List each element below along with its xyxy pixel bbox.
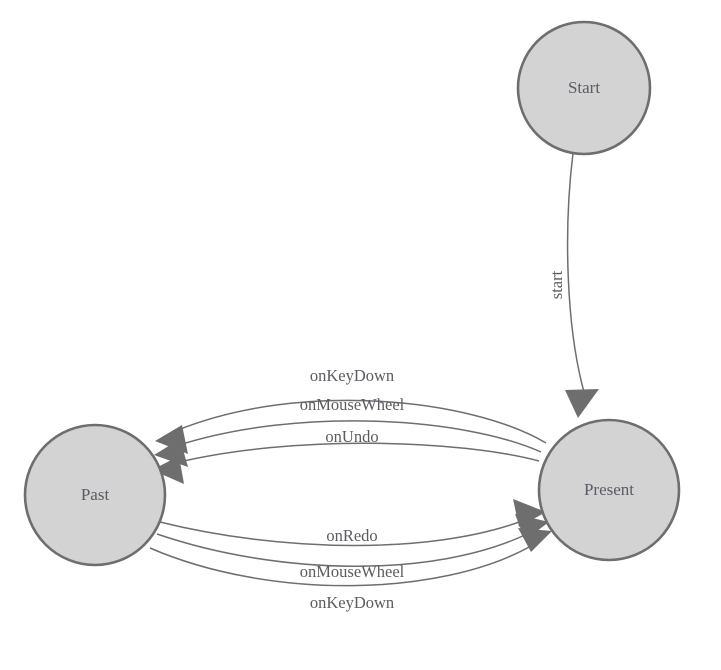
node-past-circle (23, 423, 167, 567)
edge-start[interactable]: start (547, 152, 599, 418)
edge-onkeydown-to-present[interactable]: onKeyDown (149, 528, 552, 612)
edge-start-path (566, 152, 585, 393)
edge-onmousewheel-to-past-label: onMouseWheel (300, 395, 405, 414)
edge-onkeydown-to-present-label: onKeyDown (310, 593, 394, 612)
edge-onundo-path (174, 442, 540, 464)
edge-onmousewheel-to-past-path (175, 420, 542, 453)
edge-onmousewheel-to-present-label: onMouseWheel (300, 562, 405, 581)
node-present-circle (537, 418, 681, 562)
edge-onredo-path (159, 520, 523, 547)
node-start-label: Start (568, 78, 600, 97)
edge-start-arrowhead (565, 389, 599, 418)
edge-onredo[interactable]: onRedo (159, 499, 546, 547)
edge-onredo-label: onRedo (326, 526, 377, 545)
node-past[interactable]: Past (23, 423, 167, 567)
node-present-label: Present (584, 480, 634, 499)
edge-onmousewheel-to-present-path (156, 533, 528, 567)
edge-onkeydown-to-past-label: onKeyDown (310, 366, 394, 385)
node-past-label: Past (81, 485, 110, 504)
edge-start-label: start (547, 270, 566, 299)
node-start[interactable]: Start (516, 20, 652, 156)
edge-onkeydown-to-present-path (149, 545, 532, 587)
node-present[interactable]: Present (537, 418, 681, 562)
edge-onundo-arrowhead (152, 456, 184, 484)
edge-onkeydown-to-present-arrowhead (518, 528, 552, 552)
edge-onundo-label: onUndo (325, 427, 378, 446)
edge-onkeydown-to-past-path (177, 399, 547, 444)
edge-onundo[interactable]: onUndo (152, 427, 540, 484)
node-start-circle (516, 20, 652, 156)
